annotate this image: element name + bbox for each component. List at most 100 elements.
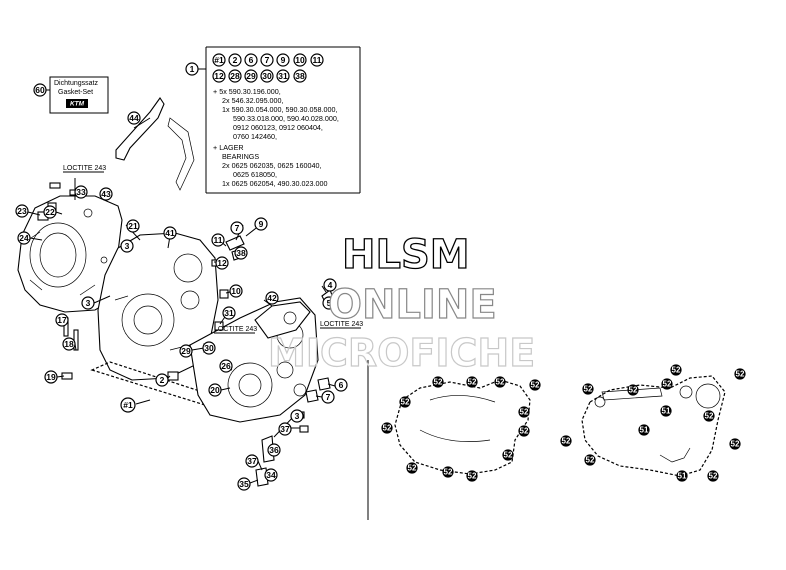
callout-29: 29	[181, 346, 191, 356]
legend-item: #1	[214, 55, 224, 65]
legend-item: 28	[230, 71, 240, 81]
legend-item: 2	[233, 55, 238, 65]
watermark: MICROFICHE ONLINE HLSM	[267, 231, 535, 375]
callout-1: #1	[123, 400, 133, 410]
callout-52: 52	[663, 380, 672, 389]
legend-line: 1x 590.30.054.000, 590.30.058.000,	[222, 105, 338, 114]
callout-6: 6	[339, 380, 344, 390]
legend-line: + LAGER	[213, 143, 244, 152]
legend-ref-number: 1	[190, 64, 195, 74]
callout-52: 52	[705, 412, 714, 421]
legend-line: BEARINGS	[222, 152, 259, 161]
callout-52: 52	[504, 451, 513, 460]
legend-text-lines: + 5x 590.30.196.000, 2x 546.32.095.000, …	[213, 87, 339, 188]
gasket-left-callouts: 52 52 52 52 52 52 52 52 52 52 52 52	[381, 376, 541, 482]
callout-52: 52	[520, 408, 529, 417]
callout-52: 52	[586, 456, 595, 465]
callout-9: 9	[259, 219, 264, 229]
callout-34: 34	[266, 470, 276, 480]
brand-logo: KTM	[70, 101, 85, 108]
legend-item: 11	[313, 55, 322, 65]
callout-36: 36	[269, 445, 279, 455]
callout-7: 7	[235, 223, 240, 233]
parts-legend-box: 1 #1 2 6 7 9 10 11 12 28 29 30 31 38 + 5…	[185, 46, 361, 194]
legend-item: 38	[295, 71, 305, 81]
callout-52: 52	[562, 437, 571, 446]
callout-4: 4	[328, 280, 333, 290]
callout-38: 38	[236, 248, 246, 258]
callout-23: 23	[17, 206, 27, 216]
callout-37: 37	[280, 424, 290, 434]
legend-line: + 5x 590.30.196.000,	[213, 87, 281, 96]
legend-item: 6	[249, 55, 254, 65]
callout-52: 52	[383, 424, 392, 433]
legend-line: 1x 0625 062054, 490.30.023.000	[222, 179, 328, 188]
callout-3: 3	[125, 241, 130, 251]
callout-60: 60	[33, 83, 47, 97]
callout-52: 52	[496, 378, 505, 387]
callout-52: 52	[520, 427, 529, 436]
callout-17: 17	[57, 315, 67, 325]
callout-51: 51	[662, 407, 671, 416]
loctite-label-2: LOCTITE 243	[214, 326, 257, 333]
callout-18: 18	[64, 339, 74, 349]
legend-line: 0912 060123, 0912 060404,	[233, 123, 323, 132]
callout-21: 21	[128, 221, 138, 231]
callout-20: 20	[210, 385, 220, 395]
callout-22: 22	[45, 207, 55, 217]
callout-52: 52	[672, 366, 681, 375]
callout-43: 43	[101, 189, 111, 199]
legend-row2: 12 28 29 30 31 38	[212, 69, 307, 83]
callout-33: 33	[76, 187, 86, 197]
callout-31: 31	[224, 308, 234, 318]
legend-item: 30	[262, 71, 272, 81]
callout-19: 19	[46, 372, 56, 382]
callout-3: 3	[86, 298, 91, 308]
legend-item: 12	[214, 71, 224, 81]
callout-52: 52	[401, 398, 410, 407]
callout-26: 26	[221, 361, 231, 371]
watermark-line3: MICROFICHE	[268, 331, 535, 375]
watermark-line1: HLSM	[342, 232, 470, 278]
callout-24: 24	[19, 233, 29, 243]
callout-12: 12	[217, 258, 227, 268]
callout-52: 52	[468, 472, 477, 481]
legend-ref-callout: 1	[185, 62, 199, 76]
legend-line: 0625 618050,	[233, 170, 277, 179]
callout-52: 52	[408, 464, 417, 473]
callout-3: 3	[295, 411, 300, 421]
legend-item: 29	[246, 71, 256, 81]
legend-line: 2x 0625 062035, 0625 160040,	[222, 161, 322, 170]
callout-52: 52	[531, 381, 540, 390]
legend-item: 9	[281, 55, 286, 65]
callout-11: 11	[214, 235, 223, 245]
callout-52: 52	[731, 440, 740, 449]
legend-line: 2x 546.32.095.000,	[222, 96, 284, 105]
legend-row1: #1 2 6 7 9 10 11	[212, 53, 324, 67]
callout-52: 52	[584, 385, 593, 394]
callout-52: 52	[444, 468, 453, 477]
legend-line: 0760 142460,	[233, 132, 277, 141]
callout-44: 44	[129, 113, 139, 123]
callout-35: 35	[239, 479, 249, 489]
callout-30: 30	[204, 343, 214, 353]
legend-item: 31	[278, 71, 288, 81]
callout-52: 52	[629, 386, 638, 395]
loctite-label-3: LOCTITE 243	[320, 321, 363, 328]
callout-51: 51	[678, 472, 687, 481]
callout-51: 51	[640, 426, 649, 435]
legend-item: 7	[265, 55, 270, 65]
callout-52: 52	[468, 378, 477, 387]
callout-2: 2	[160, 375, 165, 385]
callout-7: 7	[326, 392, 331, 402]
svg-text:60: 60	[35, 85, 45, 95]
callout-52: 52	[709, 472, 718, 481]
callout-41: 41	[165, 228, 175, 238]
gasket-set-label: Dichtungssatz Gasket-Set KTM 60	[33, 76, 109, 114]
gasket-set-line2: Gasket-Set	[58, 89, 93, 96]
callout-52: 52	[736, 370, 745, 379]
gasket-right-callouts: 52 52 52 52 51 52 52 52 52 51 51 52 52	[560, 364, 746, 482]
callout-10: 10	[231, 286, 241, 296]
legend-line: 590.33.018.000, 590.40.028.000,	[233, 114, 339, 123]
